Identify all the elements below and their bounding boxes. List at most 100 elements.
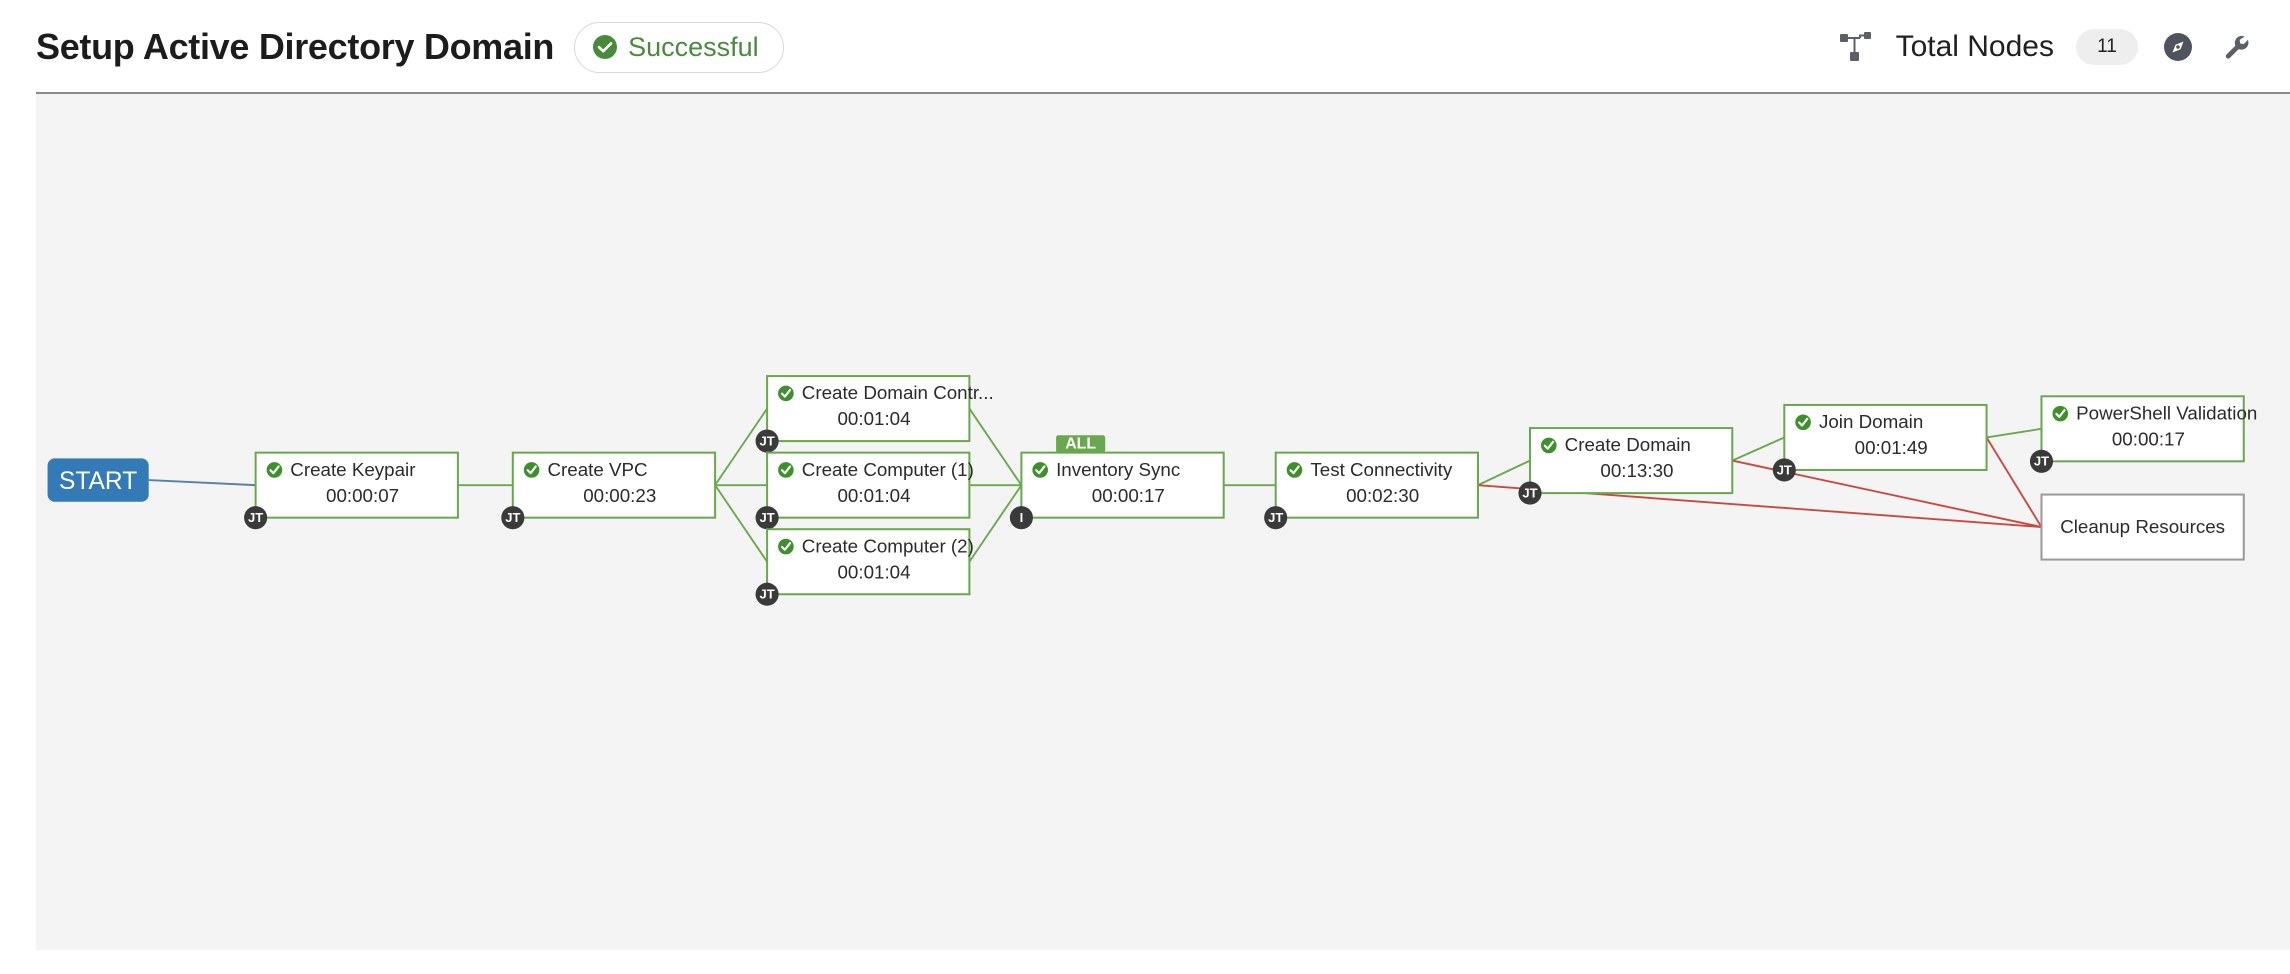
node-avatar[interactable]: I (1009, 506, 1033, 530)
node-avatar[interactable]: JT (755, 582, 779, 606)
check-circle-icon (1032, 462, 1048, 478)
start-node-label: START (59, 468, 137, 495)
node-elapsed-time: 00:00:17 (2112, 428, 2185, 449)
node-avatar-initials: JT (760, 510, 775, 525)
edge-start-to-create-keypair (148, 479, 256, 487)
edge-create-computer-2-to-inventory-sync (968, 484, 1023, 563)
check-circle-icon (2052, 405, 2069, 422)
edge-create-domain-to-join-domain (1731, 436, 1785, 462)
node-avatar[interactable]: JT (1518, 481, 1542, 505)
node-avatar-initials: JT (505, 510, 520, 525)
node-box (766, 528, 971, 596)
node-avatar[interactable]: JT (755, 429, 779, 453)
edge-create-domain-controller-to-inventory-sync (968, 408, 1023, 486)
edge-create-vpc-to-create-domain-controller (714, 408, 768, 486)
node-avatar-initials: JT (1522, 485, 1537, 500)
check-circle-icon (778, 462, 794, 478)
status-badge: Successful (574, 21, 784, 73)
check-circle-icon (1795, 414, 1811, 431)
node-elapsed-time: 00:00:07 (326, 485, 399, 506)
header-divider (36, 92, 2290, 94)
node-elapsed-time: 00:00:23 (583, 485, 656, 506)
check-circle-icon (1286, 462, 1303, 478)
edge-join-domain-to-cleanup-resources (1985, 436, 2043, 528)
node-box (2040, 493, 2245, 561)
node-elapsed-time: 00:01:49 (1855, 437, 1928, 458)
node-elapsed-time: 00:02:30 (1346, 485, 1419, 506)
node-box (511, 451, 717, 519)
node-box (1020, 451, 1225, 519)
node-title: Inventory Sync (1056, 459, 1180, 480)
node-avatar[interactable]: JT (2029, 449, 2054, 473)
node-title: Create Domain Contr... (802, 382, 994, 403)
node-box (1528, 427, 1734, 495)
node-title: Create Keypair (290, 459, 415, 480)
node-title: Create VPC (547, 459, 647, 480)
node-avatar-initials: I (1020, 510, 1024, 525)
edge-join-domain-to-powershell-validation (1986, 427, 2042, 439)
node-title: Create Domain (1565, 434, 1691, 455)
check-circle-icon (778, 385, 794, 402)
node-title: Cleanup Resources (2060, 516, 2225, 537)
node-box (254, 451, 459, 519)
node-avatar[interactable]: JT (501, 506, 525, 530)
check-circle-icon (778, 538, 794, 555)
node-box (2040, 395, 2245, 463)
edge-test-connectivity-to-create-domain (1477, 459, 1531, 487)
page-title: Setup Active Directory Domain (36, 26, 555, 67)
workflow-node-cleanup-resources[interactable]: Cleanup Resources (2040, 493, 2245, 561)
start-node-box (47, 458, 149, 502)
node-elapsed-time: 00:01:04 (838, 561, 911, 582)
node-elapsed-time: 00:01:04 (838, 408, 911, 429)
node-title: Create Computer (1) (802, 459, 974, 480)
check-circle-icon (523, 462, 540, 478)
compass-icon[interactable] (2160, 29, 2196, 65)
node-elapsed-time: 00:13:30 (1600, 460, 1673, 481)
node-title: Create Computer (2) (802, 535, 974, 556)
convergence-badge-box (1056, 435, 1106, 453)
node-box (1274, 451, 1479, 519)
node-avatar-initials: JT (760, 587, 775, 602)
start-node[interactable]: START (47, 458, 149, 502)
node-elapsed-time: 00:01:04 (838, 485, 911, 506)
wrench-icon[interactable] (2218, 29, 2254, 65)
edge-create-vpc-to-create-computer-2 (714, 484, 768, 563)
node-title: Join Domain (1819, 411, 1923, 432)
node-box (1783, 403, 1988, 471)
node-box (766, 451, 971, 519)
status-label: Successful (628, 31, 759, 62)
check-circle-icon (593, 35, 618, 59)
node-avatar[interactable]: JT (755, 506, 779, 530)
node-avatar-initials: JT (760, 433, 775, 448)
check-circle-icon (266, 462, 283, 478)
node-avatar-initials: JT (2034, 454, 2049, 469)
node-avatar-initials: JT (1268, 510, 1283, 525)
total-nodes-label: Total Nodes (1895, 30, 2054, 63)
node-elapsed-time: 00:00:17 (1092, 485, 1165, 506)
node-avatar[interactable]: JT (244, 506, 268, 530)
node-avatar-initials: JT (248, 510, 263, 525)
header-right-group: Total Nodes 11 (1839, 29, 2254, 65)
total-nodes-count: 11 (2076, 29, 2138, 65)
header-left-group: Setup Active Directory Domain Successful (36, 21, 784, 73)
node-avatar[interactable]: JT (1264, 506, 1288, 530)
edge-layer (148, 408, 2043, 563)
node-title: Test Connectivity (1310, 459, 1452, 480)
node-box (766, 375, 971, 443)
node-avatar[interactable]: JT (1772, 458, 1796, 482)
node-title: PowerShell Validation (2076, 402, 2257, 423)
page-header: Setup Active Directory Domain Successful… (0, 0, 2290, 94)
